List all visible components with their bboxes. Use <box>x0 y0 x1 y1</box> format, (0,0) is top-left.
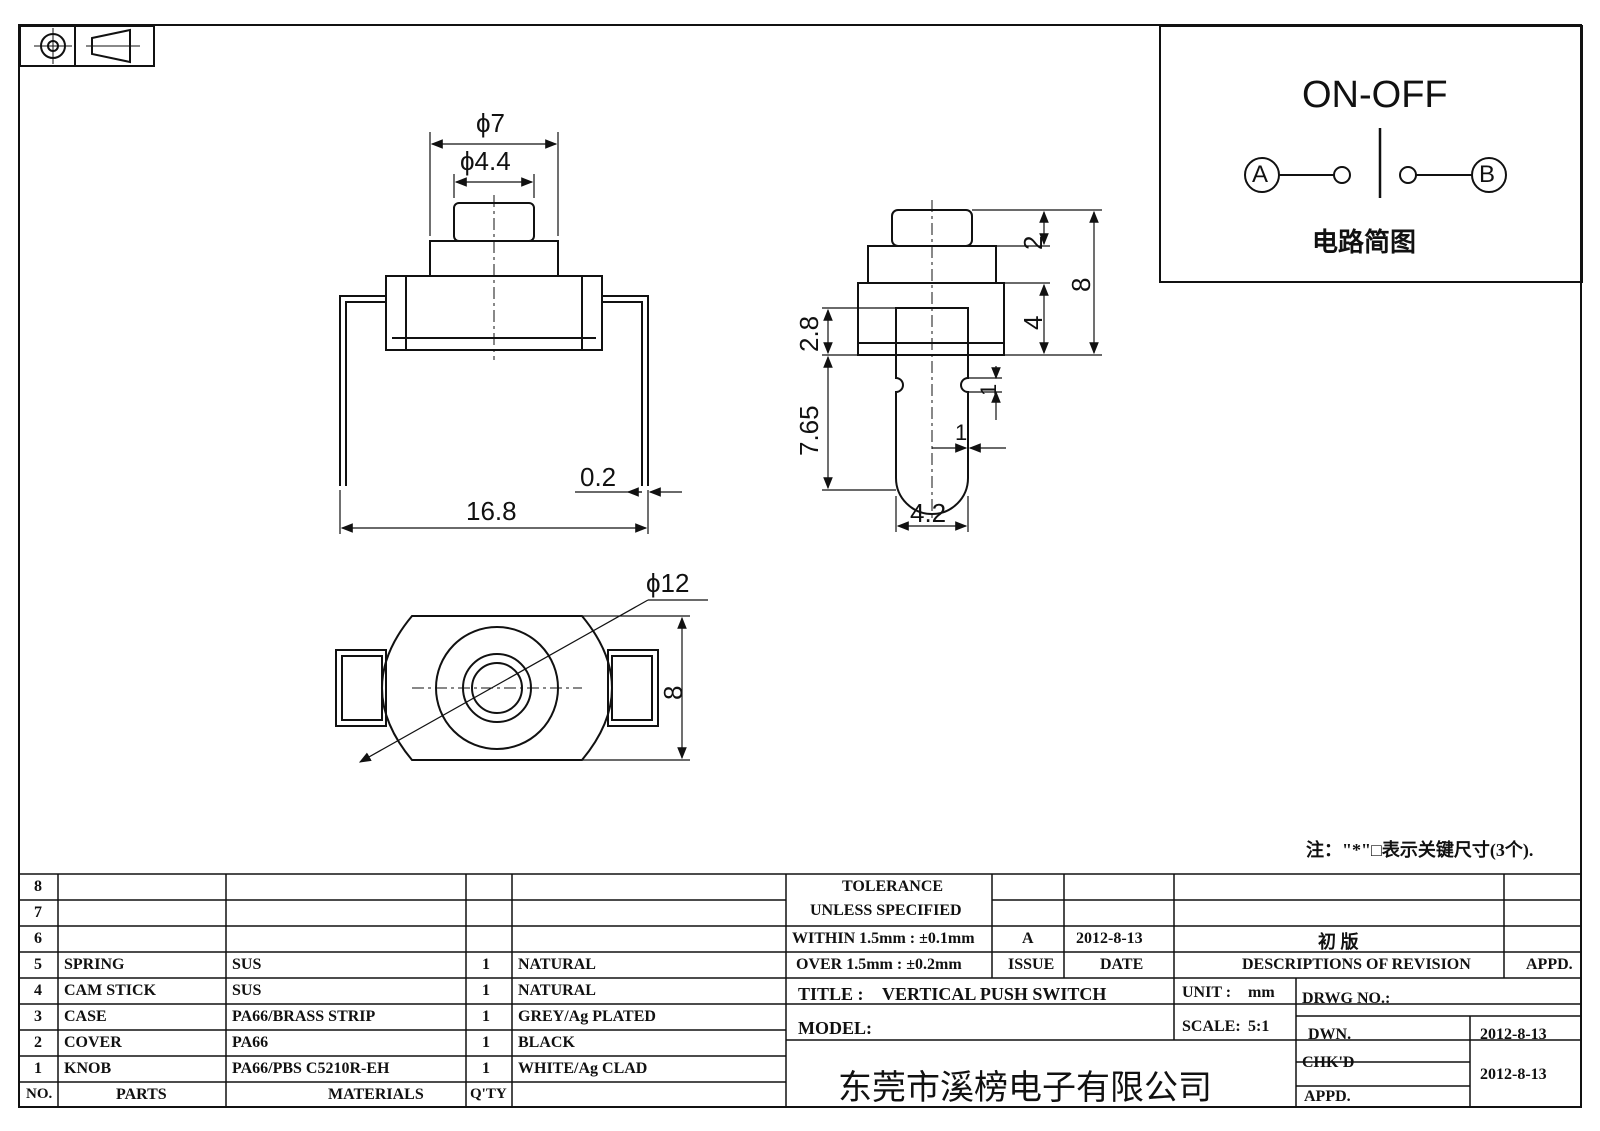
row-finish: NATURAL <box>518 982 596 999</box>
header-qty: Q'TY <box>470 1086 507 1102</box>
title-block-grid <box>20 873 1582 1108</box>
dim-body-diameter: ϕ12 <box>646 568 690 598</box>
row-material: PA66/PBS C5210R-EH <box>232 1060 390 1077</box>
scale-value: 5:1 <box>1248 1018 1270 1035</box>
dim-pin-thickness: 0.2 <box>580 462 617 492</box>
chk-label: CHK'D <box>1302 1054 1355 1071</box>
company-name: 东莞市溪榜电子有限公司 <box>838 1069 1212 1107</box>
unit-value: mm <box>1248 984 1275 1001</box>
dim-inner-diameter: ϕ4.4 <box>460 146 511 176</box>
row-qty: 1 <box>482 1060 490 1077</box>
unit-label: UNIT : <box>1182 984 1232 1001</box>
header-parts: PARTS <box>116 1086 167 1103</box>
row-no: 7 <box>34 904 42 921</box>
projection-symbol-icon <box>19 25 155 67</box>
front-dimensions <box>339 132 682 534</box>
header-materials: MATERIALS <box>328 1086 424 1103</box>
dwn-label: DWN. <box>1308 1026 1352 1043</box>
row-no: 3 <box>34 1008 42 1025</box>
circuit-diagram <box>1159 25 1583 283</box>
row-part: KNOB <box>64 1060 112 1077</box>
chk-date: 2012-8-13 <box>1480 1066 1547 1083</box>
dim-side-total: 8 <box>1066 277 1096 292</box>
front-view <box>339 195 649 486</box>
row-qty: 1 <box>482 956 490 973</box>
appd-label: APPD. <box>1526 956 1573 973</box>
row-material: SUS <box>232 956 262 973</box>
date-label: DATE <box>1100 956 1144 973</box>
model-label: MODEL: <box>798 1018 872 1038</box>
dim-slot-height: 1 <box>976 383 1001 396</box>
issue-value: A <box>1022 930 1034 947</box>
key-dimension-note: 注："*"□表示关键尺寸(3个). <box>1306 840 1534 860</box>
header-no: NO. <box>26 1086 53 1102</box>
dim-width: 16.8 <box>466 496 517 526</box>
circuit-title: ON-OFF <box>1302 74 1448 116</box>
side-view <box>857 200 1005 520</box>
tolerance-label: TOLERANCE <box>842 878 944 895</box>
drawing-frame <box>18 24 1582 1108</box>
row-no: 5 <box>34 956 42 973</box>
terminal-a-label: A <box>1252 161 1269 188</box>
side-dimensions <box>822 209 1102 532</box>
row-no: 6 <box>34 930 42 947</box>
row-material: PA66 <box>232 1034 269 1051</box>
row-material: SUS <box>232 982 262 999</box>
row-no: 8 <box>34 878 42 895</box>
dwn-date: 2012-8-13 <box>1480 1026 1547 1043</box>
row-finish: BLACK <box>518 1034 575 1051</box>
descriptions-label: DESCRIPTIONS OF REVISION <box>1242 956 1471 973</box>
issue-label: ISSUE <box>1008 956 1055 973</box>
row-finish: NATURAL <box>518 956 596 973</box>
row-qty: 1 <box>482 1034 490 1051</box>
row-part: CASE <box>64 1008 107 1025</box>
appd2-label: APPD. <box>1304 1088 1351 1105</box>
dim-side-mid: 4 <box>1018 315 1048 330</box>
tolerance-within: WITHIN 1.5mm : ±0.1mm <box>792 930 975 947</box>
row-part: CAM STICK <box>64 982 157 999</box>
dim-side-left-top: 2.8 <box>794 315 824 352</box>
dim-side-left-bottom: 7.65 <box>794 405 824 456</box>
revision-description: 初 版 <box>1318 932 1359 952</box>
top-view <box>335 615 659 761</box>
issue-date: 2012-8-13 <box>1076 930 1143 947</box>
top-dimensions <box>358 599 708 763</box>
dim-slot-width: 1 <box>955 420 968 445</box>
dim-side-top: 2 <box>1018 235 1048 250</box>
tolerance-over: OVER 1.5mm : ±0.2mm <box>796 956 962 973</box>
row-finish: WHITE/Ag CLAD <box>518 1060 648 1077</box>
terminal-b-label: B <box>1479 161 1496 188</box>
circuit-caption: 电路简图 <box>1312 227 1417 257</box>
title-label: TITLE : <box>798 984 864 1004</box>
row-no: 2 <box>34 1034 42 1051</box>
row-qty: 1 <box>482 982 490 999</box>
row-part: COVER <box>64 1034 122 1051</box>
row-part: SPRING <box>64 956 125 973</box>
row-finish: GREY/Ag PLATED <box>518 1008 656 1025</box>
scale-label: SCALE: <box>1182 1018 1241 1035</box>
row-no: 4 <box>34 982 42 999</box>
dim-pin-width: 4.2 <box>910 498 947 528</box>
tolerance-unless: UNLESS SPECIFIED <box>810 902 962 919</box>
title-value: VERTICAL PUSH SWITCH <box>882 984 1107 1004</box>
row-material: PA66/BRASS STRIP <box>232 1008 376 1025</box>
row-qty: 1 <box>482 1008 490 1025</box>
drwg-no-label: DRWG NO.: <box>1302 990 1391 1007</box>
dim-body-height: 8 <box>658 685 688 700</box>
row-no: 1 <box>34 1060 42 1077</box>
dim-outer-diameter: ϕ7 <box>476 108 506 138</box>
